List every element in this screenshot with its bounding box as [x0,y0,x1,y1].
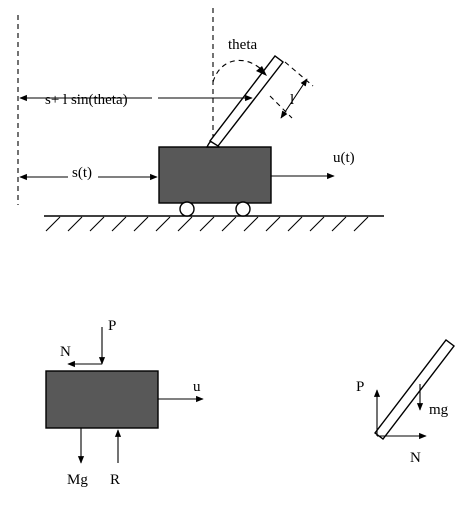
theta-arc [212,59,263,83]
ground-hatch [221,216,237,232]
cart-free-body: P N u Mg R [45,318,204,488]
cart-position-label: s(t) [72,165,92,181]
ground-hatch [177,216,193,232]
ground-hatch [89,216,105,232]
pendulum-rod [208,55,284,147]
ground-hatch [45,216,61,232]
ground-hatch [265,216,281,232]
ground-hatch [67,216,83,232]
fbd-rod-P-label: P [356,379,364,395]
fbd-rod-mg-label: mg [429,402,449,418]
cart-wheel-right [235,201,251,217]
fbd-rod [374,339,455,440]
fbd-rod-N-label: N [410,450,421,466]
cart-body [158,146,272,204]
ground-hatch [287,216,303,232]
theta-arrowhead [256,66,267,76]
fbd-cart-Mg-label: Mg [67,472,88,488]
rod-length-label: l [290,92,294,108]
fbd-cart-P-label: P [108,318,116,334]
ground-hatch [353,216,369,232]
ground-hatch [111,216,127,232]
fbd-cart-R-label: R [110,472,120,488]
ground-hatch [309,216,325,232]
fbd-cart-u-label: u [193,379,201,395]
length-arrow [280,78,308,119]
ground-hatch [155,216,171,232]
rod-position-label: s+ l sin(theta) [45,92,128,108]
fbd-cart-N-label: N [60,344,71,360]
length-guide-top [284,61,314,87]
ground-hatch [133,216,149,232]
ground-hatch [331,216,347,232]
cart-system: theta l s+ l sin(theta) s(t) u(t) [17,8,384,232]
ground-hatch [199,216,215,232]
ground-hatch [243,216,259,232]
cart-wheel-left [179,201,195,217]
fbd-cart-body [45,370,159,429]
rod-free-body: P N mg [356,339,455,466]
ground [44,215,384,232]
input-force-label: u(t) [333,150,355,166]
theta-label: theta [228,37,257,53]
